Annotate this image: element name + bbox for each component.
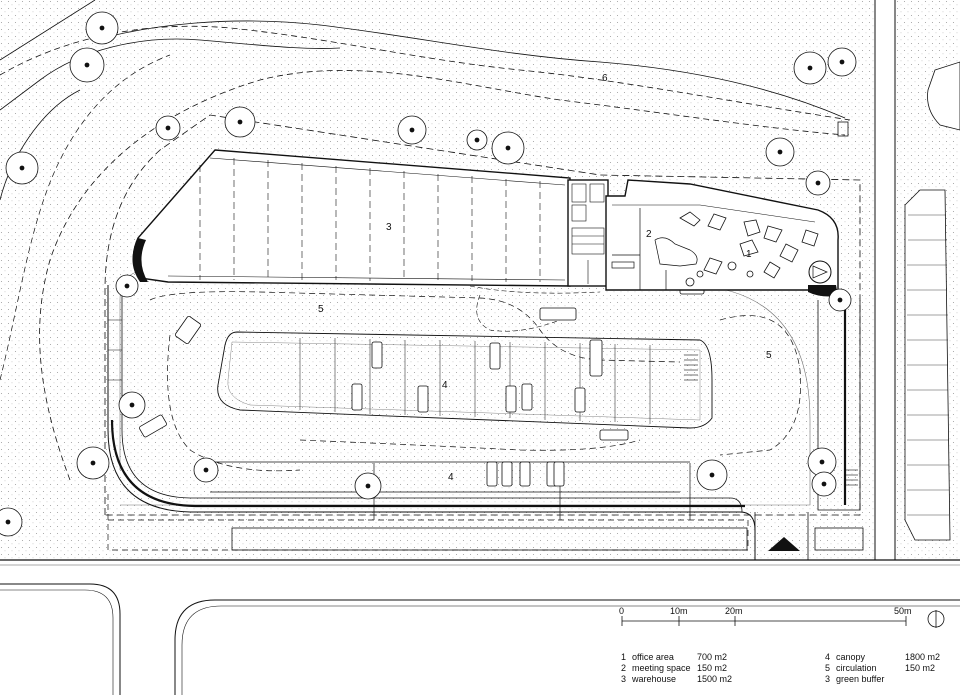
legend-row: 3 green buffer bbox=[825, 674, 884, 684]
scale-label-0: 0 bbox=[619, 606, 624, 616]
svg-text:1: 1 bbox=[621, 652, 626, 662]
canopy bbox=[107, 463, 864, 551]
legend-row: 1 office area 700 m2 bbox=[621, 652, 727, 662]
svg-text:circulation: circulation bbox=[836, 663, 877, 673]
tree-icon bbox=[696, 459, 728, 491]
office-wing bbox=[605, 179, 839, 291]
zone-label-circulation-left: 5 bbox=[318, 304, 324, 315]
legend-row: 3 warehouse 1500 m2 bbox=[621, 674, 732, 684]
zone-label-office: 1 bbox=[746, 249, 752, 260]
zone-label-circulation-right: 5 bbox=[766, 350, 772, 361]
scale-label-50: 50m bbox=[894, 606, 912, 616]
entrance-triangle-icon bbox=[768, 537, 800, 551]
svg-text:1800 m2: 1800 m2 bbox=[905, 652, 940, 662]
legend-row: 5 circulation 150 m2 bbox=[825, 663, 935, 673]
tree-icon bbox=[5, 151, 39, 185]
legend-row: 2 meeting space 150 m2 bbox=[621, 663, 727, 673]
zone-label-green-buffer: 6 bbox=[602, 73, 608, 84]
tree-icon bbox=[69, 47, 105, 83]
zone-label-canopy-outer: 4 bbox=[448, 472, 454, 483]
north-arrow-icon bbox=[927, 610, 945, 628]
svg-text:4: 4 bbox=[825, 652, 830, 662]
tree-icon bbox=[354, 472, 382, 500]
svg-text:3: 3 bbox=[621, 674, 626, 684]
tree-icon bbox=[793, 51, 827, 85]
tree-icon bbox=[491, 131, 525, 165]
svg-text:3: 3 bbox=[825, 674, 830, 684]
svg-text:green buffer: green buffer bbox=[836, 674, 884, 684]
svg-text:2: 2 bbox=[621, 663, 626, 673]
tree-icon bbox=[397, 115, 427, 145]
scale-label-20: 20m bbox=[725, 606, 743, 616]
vehicles bbox=[139, 283, 705, 487]
svg-text:150 m2: 150 m2 bbox=[697, 663, 727, 673]
legend: 1 office area 700 m2 2 meeting space 150… bbox=[621, 652, 940, 684]
scale-bar: 0 10m 20m 50m bbox=[619, 606, 912, 626]
tree-icon bbox=[155, 115, 181, 141]
tree-icon bbox=[805, 170, 831, 196]
tree-icon bbox=[193, 457, 219, 483]
zone-label-meeting: 2 bbox=[646, 229, 652, 240]
tree-icon bbox=[765, 137, 795, 167]
trees bbox=[0, 11, 857, 537]
scale-label-10: 10m bbox=[670, 606, 688, 616]
tree-icon bbox=[85, 11, 119, 45]
tree-icon bbox=[828, 288, 852, 312]
tree-icon bbox=[118, 391, 146, 419]
svg-text:warehouse: warehouse bbox=[631, 674, 676, 684]
zone-labels: 1 2 3 4 4 5 5 6 bbox=[318, 73, 772, 483]
zone-label-warehouse: 3 bbox=[386, 222, 392, 233]
tree-icon bbox=[811, 471, 837, 497]
svg-text:office area: office area bbox=[632, 652, 674, 662]
svg-text:150 m2: 150 m2 bbox=[905, 663, 935, 673]
legend-row: 4 canopy 1800 m2 bbox=[825, 652, 940, 662]
tree-icon bbox=[224, 106, 256, 138]
svg-text:canopy: canopy bbox=[836, 652, 866, 662]
zone-label-canopy-inner: 4 bbox=[442, 380, 448, 391]
tree-icon bbox=[115, 274, 139, 298]
svg-text:1500 m2: 1500 m2 bbox=[697, 674, 732, 684]
svg-text:meeting space: meeting space bbox=[632, 663, 691, 673]
tree-icon bbox=[466, 129, 488, 151]
tree-icon bbox=[827, 47, 857, 77]
building bbox=[132, 149, 839, 297]
tree-icon bbox=[76, 446, 110, 480]
parking-area bbox=[104, 114, 861, 560]
tree-icon bbox=[0, 507, 23, 537]
svg-text:700 m2: 700 m2 bbox=[697, 652, 727, 662]
neighbour-buildings bbox=[904, 61, 960, 541]
svg-text:5: 5 bbox=[825, 663, 830, 673]
